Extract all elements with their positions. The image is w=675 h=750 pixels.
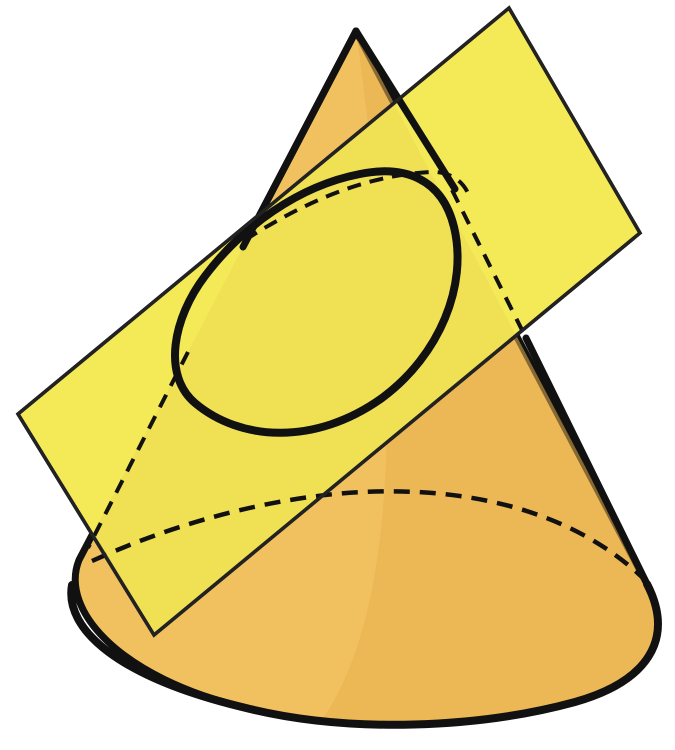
figure-stage [0,0,675,750]
conic-section-diagram [0,0,675,750]
